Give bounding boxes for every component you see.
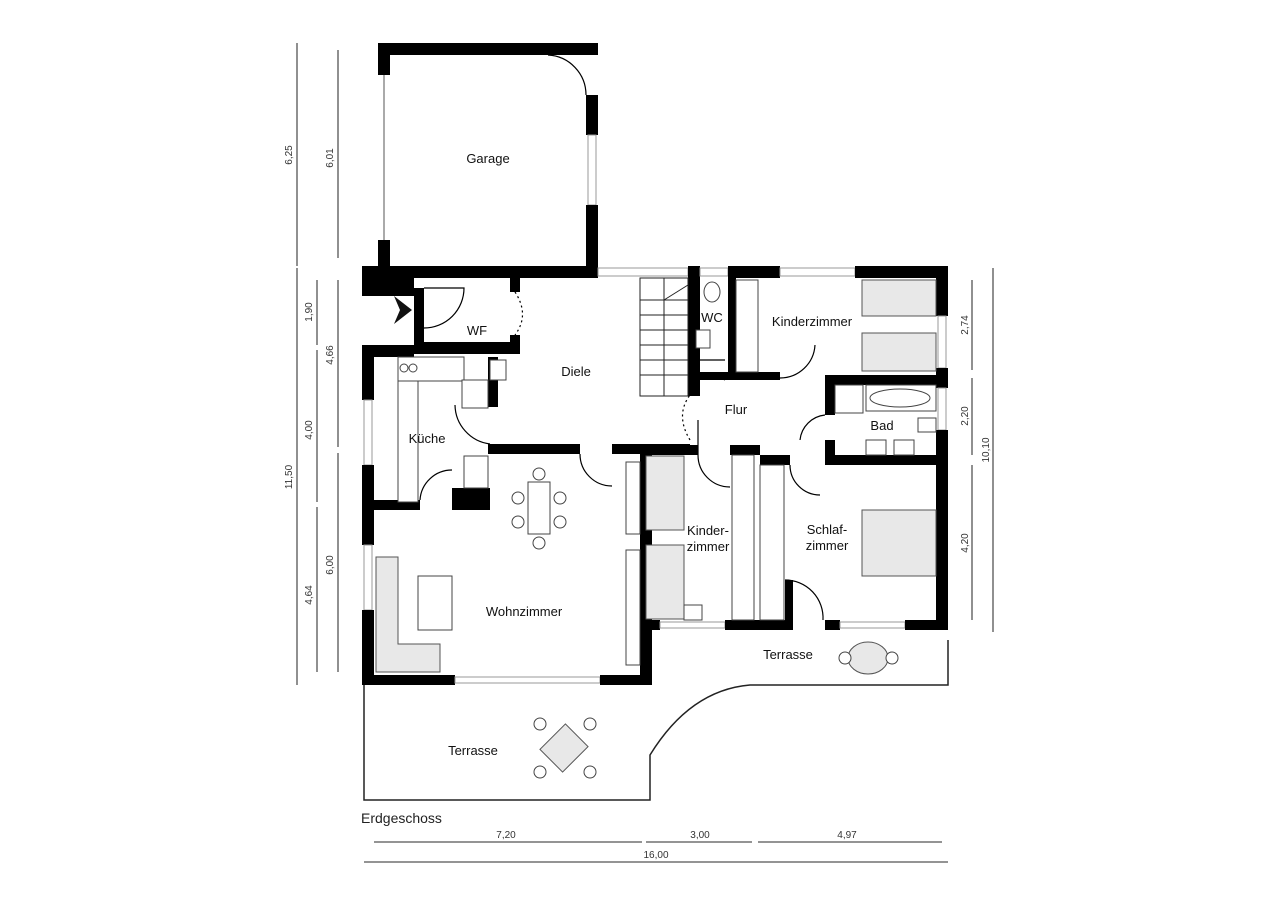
doors [394,54,826,621]
dim-bottom-16-00: 16,00 [643,850,668,861]
floor-title: Erdgeschoss [361,810,442,826]
stairs [639,277,689,397]
dim-left-6-00: 6,00 [325,555,336,575]
room-wc: WC [701,310,723,325]
dim-bottom-3-00: 3,00 [690,830,710,841]
room-flur: Flur [725,402,748,417]
room-kueche: Küche [409,431,446,446]
room-diele: Diele [561,364,591,379]
room-bad: Bad [870,418,893,433]
dim-left-11-50: 11,50 [284,464,295,489]
furniture [375,279,937,779]
dim-left-4-00: 4,00 [304,420,315,440]
dimension-lines-left: 6,25 11,50 1,90 4,00 4,64 6,01 4,66 6,00 [284,43,339,685]
room-terrasse-right: Terrasse [763,647,813,662]
dim-left-6-01: 6,01 [325,148,336,168]
dim-right-2-74: 2,74 [960,315,971,335]
dim-right-4-20: 4,20 [960,533,971,553]
terrace-outline [363,640,949,801]
room-schlafzimmer-line2: zimmer [806,538,849,553]
room-wf: WF [467,323,487,338]
dim-left-6-25: 6,25 [284,145,295,165]
room-terrasse-left: Terrasse [448,743,498,758]
dim-right-2-20: 2,20 [960,406,971,426]
room-wohnzimmer: Wohnzimmer [486,604,563,619]
dim-left-1-90: 1,90 [304,302,315,322]
dimension-lines-bottom: 7,20 3,00 4,97 16,00 [364,830,948,863]
dim-left-4-64: 4,64 [304,585,315,605]
room-kinderzimmer-2-line1: Kinder- [687,523,729,538]
dimension-lines-right: 2,74 2,20 4,20 10,10 [960,268,994,632]
room-garage: Garage [466,151,509,166]
room-schlafzimmer-line1: Schlaf- [807,522,847,537]
entrance-arrow-icon [394,296,412,324]
dim-right-10-10: 10,10 [981,437,992,462]
room-kinderzimmer-1: Kinderzimmer [772,314,853,329]
room-labels: Garage WF Diele WC Kinderzimmer Küche Fl… [409,151,894,758]
room-kinderzimmer-2-line2: zimmer [687,539,730,554]
dim-bottom-4-97: 4,97 [837,830,857,841]
dim-bottom-7-20: 7,20 [496,830,516,841]
dim-left-4-66: 4,66 [325,345,336,365]
